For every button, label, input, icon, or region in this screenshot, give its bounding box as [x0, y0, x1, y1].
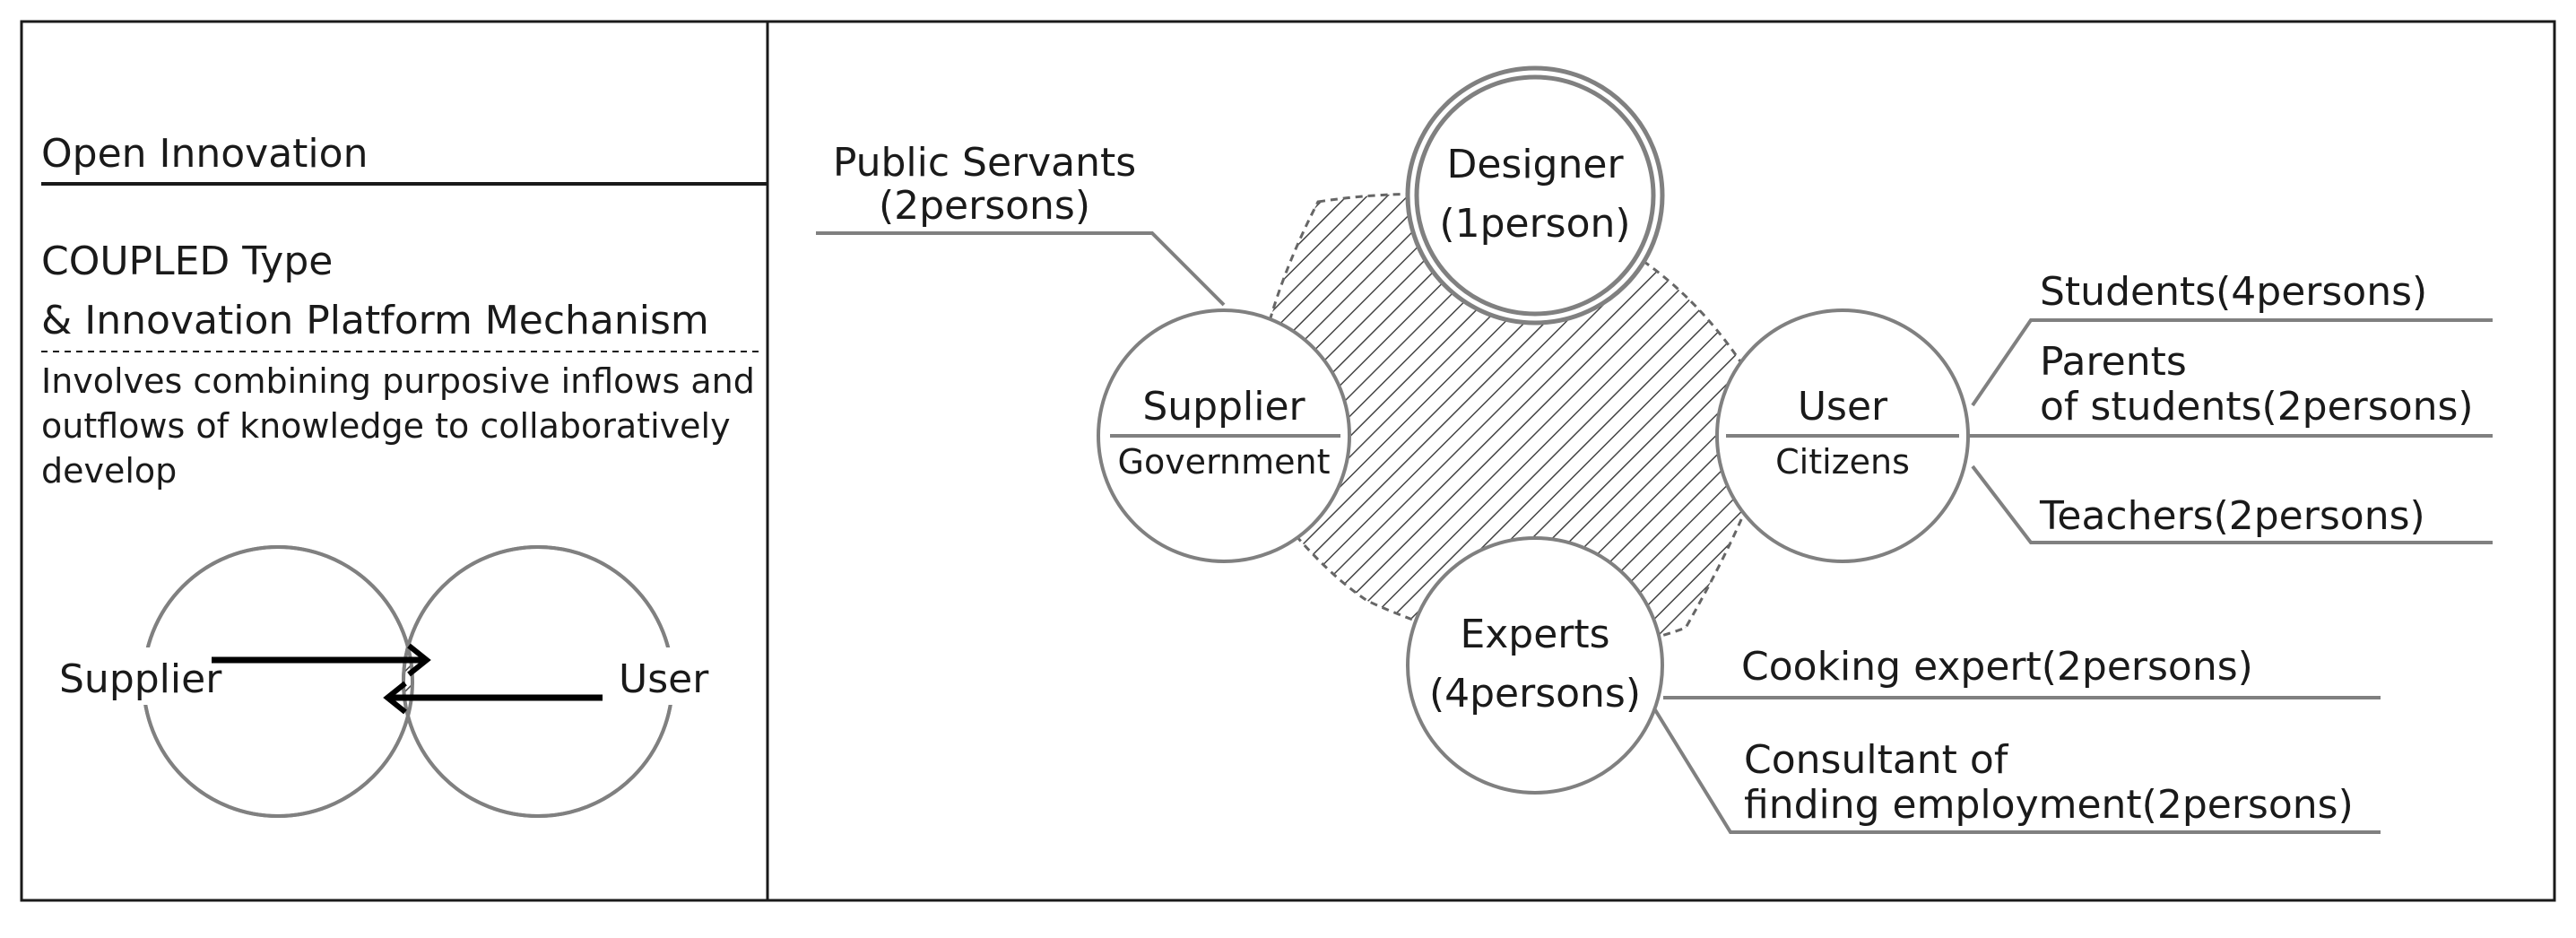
supplier-title: Supplier: [1142, 384, 1305, 430]
description-line1: Involves combining purposive inflows and: [41, 361, 755, 401]
venn-right-label-bg: [614, 647, 722, 705]
user-subtitle: Citizens: [1775, 442, 1910, 482]
right-panel: Supplier Government User Citizens Design…: [816, 65, 2493, 834]
experts-label: Experts: [1460, 612, 1609, 657]
type-heading-line2: & Innovation Platform Mechanism: [41, 298, 709, 343]
designer-circle-inner: [1414, 74, 1656, 317]
parents-label-line2: of students(2persons): [2040, 384, 2474, 430]
teachers-label: Teachers(2persons): [2039, 493, 2425, 539]
parents-label-line1: Parents: [2040, 339, 2187, 385]
consultant-label-line2: finding employment(2persons): [1744, 782, 2354, 828]
public-servants-label: Public Servants: [833, 140, 1136, 186]
venn-right-label: User: [619, 656, 709, 702]
public-servants-count: (2persons): [879, 183, 1090, 229]
section-title: Open Innovation: [41, 131, 368, 177]
consultant-leader: [1652, 707, 2381, 834]
outer-frame: [20, 20, 2556, 902]
venn-diagram: Supplier User: [56, 545, 722, 818]
description-line2: outflows of knowledge to collaboratively: [41, 406, 731, 446]
experts-circle: [1406, 536, 1664, 795]
left-panel: Open Innovation COUPLED Type & Innovatio…: [41, 131, 768, 818]
designer-node: Designer (1person): [1405, 65, 1665, 326]
supplier-node: Supplier Government: [1097, 308, 1351, 563]
cooking-expert-label: Cooking expert(2persons): [1741, 644, 2253, 690]
teachers-leader: [1971, 465, 2493, 544]
designer-circle-outer: [1405, 65, 1665, 326]
inflow-arrowhead: [407, 643, 431, 677]
experts-count: (4persons): [1429, 671, 1641, 717]
consultant-label-line1: Consultant of: [1744, 737, 2009, 783]
supplier-subtitle: Government: [1118, 442, 1331, 482]
students-label: Students(4persons): [2040, 269, 2427, 315]
students-leader: [1971, 318, 2493, 407]
user-title: User: [1798, 384, 1888, 430]
outflow-arrowhead: [383, 681, 407, 715]
type-heading-line1: COUPLED Type: [41, 239, 333, 284]
designer-label: Designer: [1446, 142, 1624, 187]
description-line3: develop: [41, 451, 177, 491]
public-servants-leader: [816, 231, 1226, 307]
venn-left-label-bg: [56, 647, 230, 705]
venn-left-label: Supplier: [59, 656, 222, 702]
designer-count: (1person): [1439, 201, 1630, 247]
experts-node: Experts (4persons): [1406, 536, 1664, 795]
user-node: User Citizens: [1715, 308, 1970, 563]
